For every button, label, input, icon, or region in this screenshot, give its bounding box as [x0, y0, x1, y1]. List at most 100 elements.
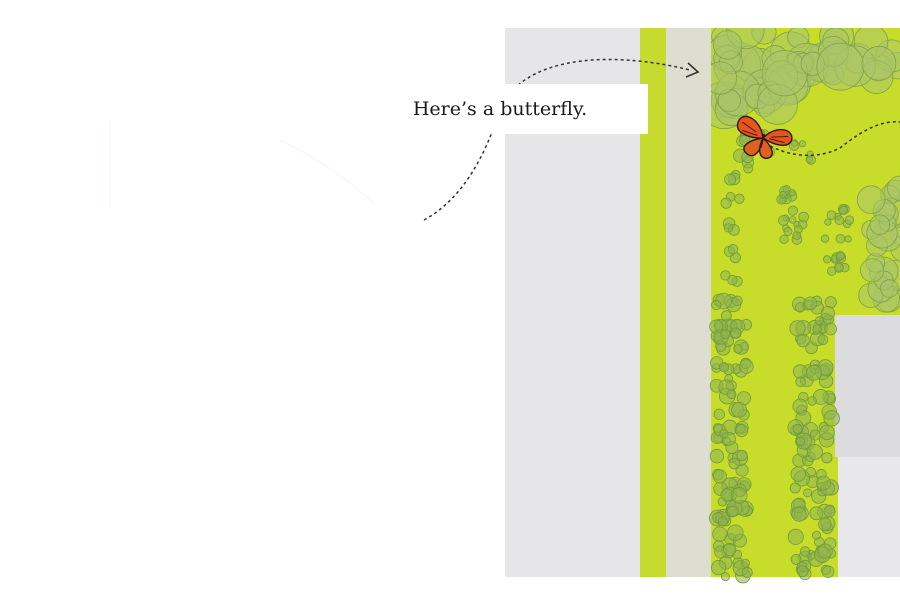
shrub-circle: [788, 189, 796, 197]
shrub-circle: [791, 506, 807, 522]
shrub-circle: [844, 215, 855, 225]
shrub-circle: [727, 244, 739, 255]
shrub-circle: [823, 410, 840, 427]
butterfly-trail: [759, 121, 900, 157]
shrub-circle: [728, 457, 741, 470]
shrub-circle: [709, 448, 725, 464]
shrub-circle: [730, 487, 748, 504]
shrub-circle: [731, 401, 747, 418]
shrub-circle: [792, 398, 808, 414]
shrub-circle: [741, 567, 753, 578]
shrub-circle: [799, 546, 811, 557]
shrub-circle: [811, 530, 822, 540]
shrub-circle: [820, 305, 835, 321]
shrub-circle: [718, 362, 730, 373]
shrub-circle: [799, 140, 807, 148]
shrub-circle: [790, 554, 802, 565]
shrub-circle: [817, 334, 829, 346]
shrub-circle: [779, 234, 789, 244]
shrub-circle: [717, 516, 728, 527]
shrub-circle: [806, 150, 814, 158]
sidewalk: [666, 28, 711, 577]
shrub-circle: [796, 565, 809, 578]
shrub-circle: [712, 526, 728, 542]
caption-box: Here’s a butterfly.: [352, 84, 648, 134]
shrub-circle: [812, 324, 822, 334]
shrub-circle: [798, 211, 809, 223]
shrub-circle: [723, 543, 737, 557]
shrub-circle: [734, 193, 745, 204]
shrub-circle: [733, 344, 743, 354]
shrub-circle: [795, 376, 806, 388]
shrub-circle: [806, 364, 822, 381]
shrub-circle: [732, 295, 743, 307]
shrub-circle: [727, 524, 744, 541]
shrub-circle: [726, 389, 737, 399]
shrub-circle: [743, 163, 754, 174]
tree-canopy: [711, 28, 900, 313]
shrub-circle: [712, 469, 728, 484]
shrub-circle: [720, 572, 730, 582]
shrub-circle: [844, 235, 852, 243]
shrub-circle: [741, 558, 750, 568]
canopy-circle: [861, 45, 897, 81]
arrowhead-icon: [685, 62, 700, 78]
shrub-circle: [814, 316, 824, 326]
shrub-circle: [833, 262, 844, 273]
shrub-circle: [739, 359, 754, 374]
canopy-circle: [816, 42, 865, 91]
shrub-circle: [824, 322, 837, 336]
shrub-circle: [711, 299, 722, 311]
lower-pavement: [838, 457, 900, 577]
shrub-circle: [796, 333, 810, 348]
shrub-circle: [735, 424, 749, 438]
shrub-circle: [788, 140, 800, 151]
shrub-circle: [779, 190, 787, 199]
shrub-circle: [789, 482, 801, 494]
canopy-circle: [860, 258, 885, 283]
shrub-circle: [803, 488, 813, 498]
shrub-circle: [789, 320, 806, 337]
shrub-circle: [803, 296, 818, 310]
shrub-circle: [824, 218, 832, 226]
shrub-rows: [709, 124, 855, 584]
shrub-circle: [719, 429, 729, 439]
canopy-circle: [712, 30, 743, 60]
shrub-circle: [790, 466, 807, 482]
shrub-circle: [792, 423, 803, 434]
shrub-circle: [724, 173, 737, 186]
shrub-circle: [788, 216, 797, 224]
shrub-circle: [835, 251, 846, 261]
shrub-circle: [736, 449, 748, 462]
shrub-circle: [727, 274, 738, 286]
shrub-circle: [820, 234, 830, 243]
shrub-circle: [787, 528, 804, 545]
shrub-circle: [783, 226, 793, 236]
shrub-circle: [821, 565, 835, 579]
shrub-circle: [817, 543, 833, 559]
shrub-circle: [720, 197, 732, 209]
shrub-circle: [826, 210, 837, 220]
shrub-circle: [822, 255, 832, 264]
shrub-circle: [823, 505, 836, 518]
shrub-circle: [730, 327, 742, 339]
shrub-circle: [787, 205, 798, 216]
shrub-circle: [723, 223, 734, 233]
butterfly-icon[interactable]: [731, 115, 795, 165]
shrub-circle: [713, 408, 725, 420]
shrub-circle: [835, 233, 846, 244]
shrub-circle: [778, 215, 789, 226]
shrub-circle: [821, 452, 833, 464]
caption-text: Here’s a butterfly.: [412, 98, 588, 120]
canopy-circle: [880, 279, 899, 298]
shrub-circle: [818, 517, 832, 531]
faint-sketch: [109, 120, 376, 208]
shrub-circle: [792, 364, 808, 379]
shrub-circle: [809, 506, 824, 521]
shrub-circle: [796, 436, 806, 446]
shrub-circle: [794, 224, 803, 234]
shrub-circle: [720, 270, 731, 281]
shrub-circle: [711, 559, 727, 576]
